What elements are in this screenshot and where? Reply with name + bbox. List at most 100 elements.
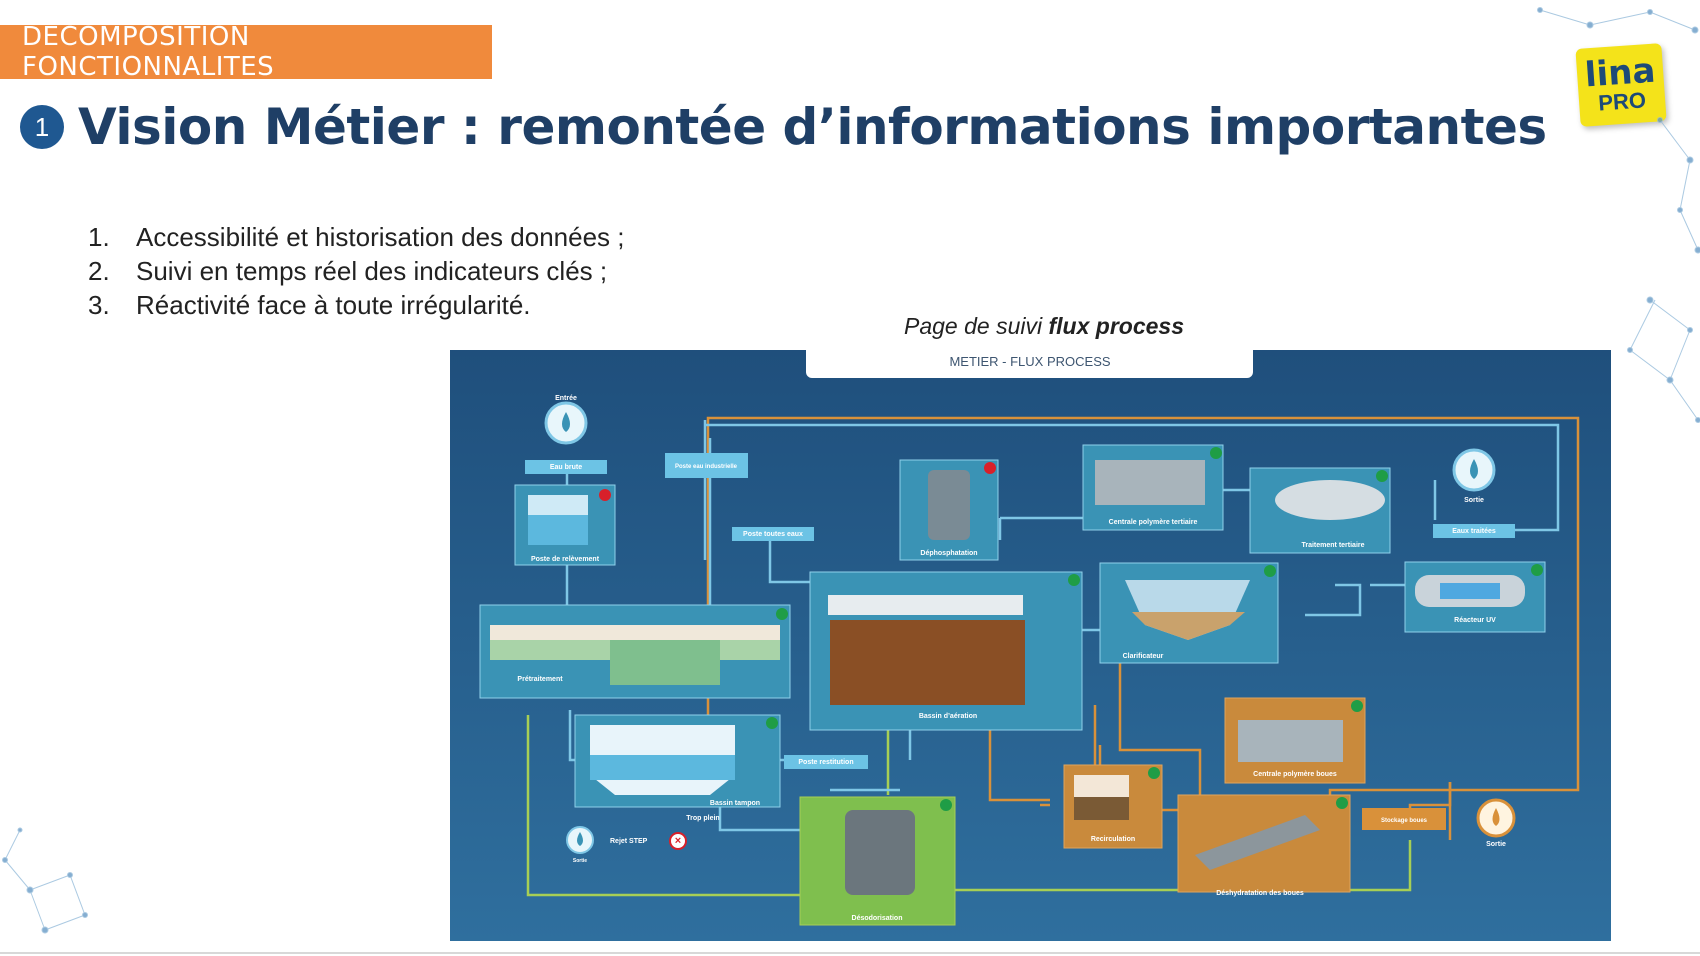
tag-poste-toutes-eaux (732, 527, 814, 541)
sludge-exit-point: Sortie (1476, 798, 1516, 848)
status-ok-indicator (1210, 447, 1222, 459)
list-item-text: Accessibilité et historisation des donné… (136, 221, 625, 252)
unit-centrale-polymere-boues: Centrale polymère boues (1224, 697, 1366, 784)
close-icon: × (675, 835, 681, 847)
drop-icon (577, 832, 583, 846)
unit-label: Désodorisation (852, 915, 903, 922)
caption-bold: flux process (1048, 313, 1184, 339)
section-tag: DECOMPOSITION FONCTIONNALITES (0, 22, 492, 82)
status-ok-indicator (1068, 574, 1080, 586)
list-item: 3.Réactivité face à toute irrégularité. (88, 288, 625, 322)
tag-stockage-boues-text: Stockage boues (1381, 818, 1428, 824)
unit-label: Prétraitement (517, 676, 563, 683)
tag-poste-restitution-text: Poste restitution (798, 759, 853, 766)
exit-point: Sortie (1452, 448, 1496, 504)
unit-label: Bassin tampon (710, 800, 760, 807)
diagram-header-text: METIER - FLUX PROCESS (949, 354, 1110, 369)
drop-icon (1492, 808, 1500, 826)
list-item: 2.Suivi en temps réel des indicateurs cl… (88, 254, 625, 288)
sludge-exit-label: Sortie (1486, 841, 1506, 848)
list-item-text: Suivi en temps réel des indicateurs clés… (136, 255, 608, 286)
clarifier-sludge (1132, 612, 1245, 640)
status-ok-indicator (1148, 767, 1160, 779)
status-ok-indicator (1336, 797, 1348, 809)
unit-label: Déphosphatation (920, 550, 977, 557)
unit-label: Clarificateur (1123, 653, 1164, 660)
unit-label: Centrale polymère boues (1253, 771, 1337, 778)
tag-eau-brute (525, 460, 607, 474)
title-number-badge: 1 (20, 105, 64, 149)
tag-eaux-traitees (1433, 524, 1515, 538)
tag-eau-brute-text: Eau brute (550, 464, 582, 471)
unit-label: Centrale polymère tertiaire (1109, 519, 1198, 526)
status-ok-indicator (1531, 564, 1543, 576)
unit-bassin-tampon: Bassin tampon (574, 714, 781, 808)
list-item-number: 1. (88, 221, 110, 252)
list-item: 1. Accessibilité et historisation des don… (88, 220, 625, 254)
unit-recirculation: Recirculation (1063, 764, 1163, 849)
pipe-blue-top (705, 423, 1560, 532)
unit-reacteur-uv: Réacteur UV (1404, 561, 1546, 633)
unit-label: Recirculation (1091, 836, 1135, 843)
slide-bottom-border (0, 952, 1700, 954)
unit-label: Déshydratation des boues (1216, 890, 1304, 897)
process-flow-diagram: METIER - FLUX PROCESS (450, 350, 1611, 941)
diagram-caption: Page de suivi flux process (904, 313, 1184, 340)
polymer-sludge-unit (1238, 720, 1343, 762)
unit-label: Poste de relèvement (531, 556, 600, 563)
unit-traitement-tertiaire: Traitement tertiaire (1249, 467, 1391, 554)
dewatering-screw (1195, 815, 1320, 870)
entry-label: Entrée (555, 395, 577, 402)
reject-exit-point: Sortie Rejet STEP × (566, 826, 687, 864)
tag-poste-restitution (784, 755, 868, 769)
slide-title: Vision Métier : remontée d’informations … (78, 98, 1547, 156)
reject-alarm-icon (669, 832, 687, 850)
water-level (528, 515, 588, 545)
unit-poste-relevement: Poste de relèvement (514, 484, 616, 566)
status-ok-indicator (1351, 700, 1363, 712)
caption-prefix: Page de suivi (904, 313, 1049, 339)
unit-label: Traitement tertiaire (1301, 542, 1364, 549)
water-drop-icon (1470, 459, 1478, 479)
unit-label: Réacteur UV (1454, 617, 1496, 624)
status-ok-indicator (766, 717, 778, 729)
list-item-text: Réactivité face à toute irrégularité. (136, 289, 531, 320)
tag-poste-eau-industrielle-text: Poste eau industrielle (675, 464, 738, 470)
bullet-list: 1. Accessibilité et historisation des don… (88, 220, 625, 322)
polymer-unit-shape (1095, 460, 1205, 505)
entry-point: Entrée (544, 395, 588, 445)
tag-poste-toutes-eaux-text: Poste toutes eaux (743, 531, 803, 538)
uv-light (1440, 583, 1500, 599)
network-decoration-bottom-left (2, 827, 88, 934)
dephos-tank (928, 470, 970, 540)
tag-eaux-traitees-text: Eaux traitées (1452, 528, 1496, 535)
buffer-water (590, 755, 735, 780)
unit-desodorisation: Désodorisation (799, 796, 956, 926)
process-flow-svg: METIER - FLUX PROCESS (450, 350, 1611, 941)
status-alarm-indicator (984, 462, 996, 474)
pipe-green-left (526, 715, 830, 897)
status-ok-indicator (940, 799, 952, 811)
pipe-tertiary-uv (1305, 583, 1362, 617)
section-label: DECOMPOSITION FONCTIONNALITES (22, 22, 275, 82)
recirc-liquid (1074, 797, 1129, 820)
unit-dephosphatation: Déphosphatation (899, 459, 999, 561)
unit-deshydratation-boues: Déshydratation des boues (1177, 794, 1351, 897)
aeration-bridge (828, 595, 1023, 615)
status-ok-indicator (776, 608, 788, 620)
pipe-toutes-eaux (768, 538, 810, 584)
deodorizer-tank (845, 810, 915, 895)
unit-pretraitement: Prétraitement (479, 604, 791, 699)
water-drop-icon (562, 412, 570, 432)
aeration-liquid (830, 620, 1025, 705)
diagram-header-tab (806, 350, 1253, 378)
unit-bassin-aeration: Bassin d’aération (809, 571, 1083, 731)
rejet-step-label: Rejet STEP (610, 838, 648, 845)
slide-title-row: 1 Vision Métier : remontée d’information… (20, 98, 1547, 156)
tag-stockage-boues (1362, 808, 1446, 830)
exit-label: Sortie (1464, 497, 1484, 504)
tag-trop-plein-text: Trop plein (686, 815, 719, 822)
unit-centrale-polymere-tertiaire: Centrale polymère tertiaire (1082, 444, 1224, 531)
status-ok-indicator (1264, 565, 1276, 577)
pretreat-basin (610, 640, 720, 685)
